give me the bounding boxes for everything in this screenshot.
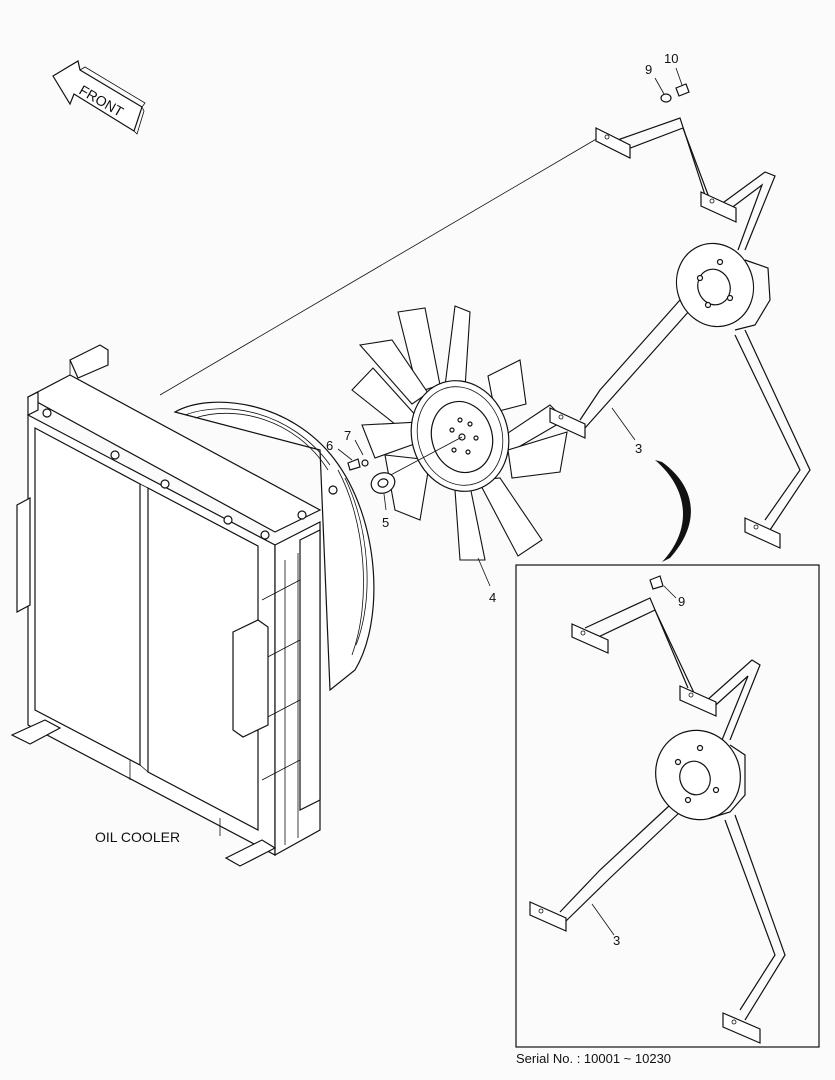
oil-cooler: OIL COOLER bbox=[10, 344, 375, 867]
serial-number-range: Serial No. : 10001 ~ 10230 bbox=[516, 1051, 671, 1066]
callout-3-top: 3 bbox=[635, 441, 642, 456]
fan-bracket-top bbox=[549, 117, 811, 549]
cooling-fan bbox=[351, 305, 568, 561]
callout-10: 10 bbox=[664, 51, 678, 66]
callout-3-inset: 3 bbox=[613, 933, 620, 948]
leader-bracket-to-cooler bbox=[159, 137, 599, 396]
inset-panel: 9 3 bbox=[515, 564, 820, 1048]
bolt-washer-top bbox=[654, 67, 690, 103]
oil-cooler-label: OIL COOLER bbox=[95, 829, 180, 845]
callout-4: 4 bbox=[489, 590, 496, 605]
front-arrow: FRONT bbox=[52, 60, 146, 135]
callout-9-top: 9 bbox=[645, 62, 652, 77]
callout-7: 7 bbox=[344, 428, 351, 443]
callout-5: 5 bbox=[382, 515, 389, 530]
inset-arrow bbox=[655, 460, 691, 562]
callout-9-inset: 9 bbox=[678, 594, 685, 609]
fan-bolt bbox=[347, 458, 369, 471]
fan-spacer bbox=[370, 472, 396, 494]
callout-6: 6 bbox=[326, 438, 333, 453]
